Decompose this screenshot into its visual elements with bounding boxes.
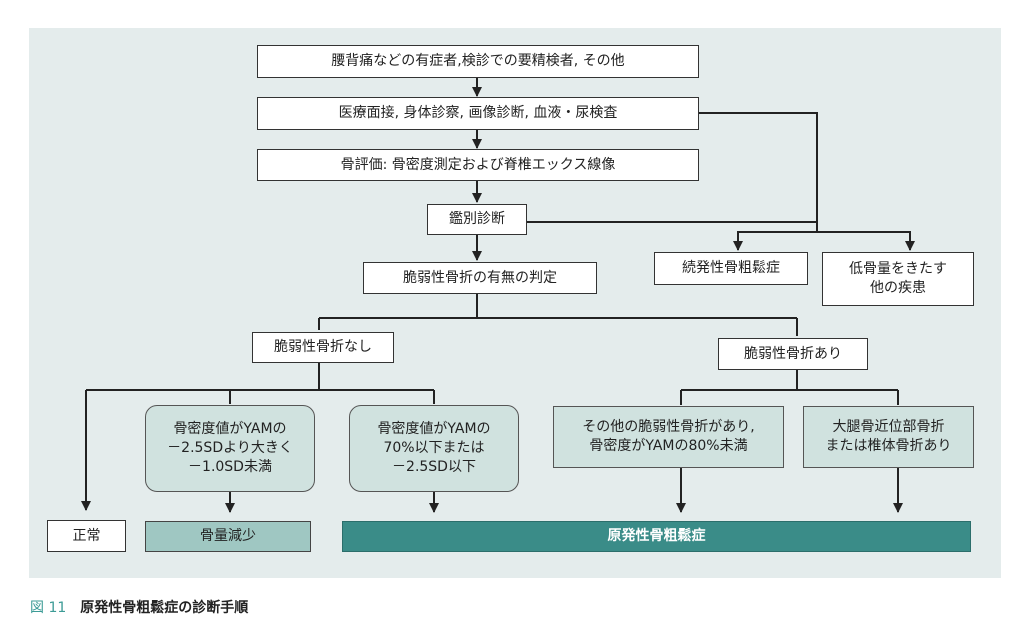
other-disease-box: 低骨量をきたす 他の疾患: [822, 252, 974, 306]
secondary-osteoporosis-box: 続発性骨粗鬆症: [654, 252, 808, 285]
other-disease-line1: 低骨量をきたす: [849, 261, 947, 277]
figure-caption: 図 11 原発性骨粗鬆症の診断手順: [30, 597, 248, 617]
cond-a-line2: －2.5SDより大きく: [167, 440, 293, 456]
step-examination-label: 医療面接, 身体診察, 画像診断, 血液・尿検査: [338, 105, 618, 121]
step-bone-evaluation-label: 骨評価: 骨密度測定および脊椎エックス線像: [340, 156, 616, 173]
cond-c-line2: 骨密度がYAMの80%未満: [589, 438, 748, 454]
fracture-judgment-label: 脆弱性骨折の有無の判定: [403, 269, 557, 286]
fracture-judgment-box: 脆弱性骨折の有無の判定: [363, 262, 597, 294]
step-examination: 医療面接, 身体診察, 画像診断, 血液・尿検査: [257, 97, 699, 130]
no-fracture-box: 脆弱性骨折なし: [252, 332, 394, 363]
osteopenia-label: 骨量減少: [200, 528, 256, 544]
step-differential-diagnosis: 鑑別診断: [427, 204, 527, 235]
condition-other-fracture-box: その他の脆弱性骨折があり, 骨密度がYAMの80%未満: [553, 406, 784, 468]
condition-hip-vertebral-box: 大腿骨近位部骨折 または椎体骨折あり: [803, 406, 974, 468]
cond-c-line1: その他の脆弱性骨折があり,: [582, 419, 755, 435]
step-symptomatic-label: 腰背痛などの有症者,検診での要精検者, その他: [331, 53, 625, 69]
other-disease-line2: 他の疾患: [870, 280, 926, 296]
figure-title: 原発性骨粗鬆症の診断手順: [80, 600, 249, 616]
cond-a-line1: 骨密度値がYAMの: [173, 421, 287, 437]
condition-osteopenia-box: 骨密度値がYAMの －2.5SDより大きく －1.0SD未満: [145, 405, 315, 492]
step-bone-evaluation: 骨評価: 骨密度測定および脊椎エックス線像: [257, 149, 699, 181]
cond-b-line2: 70%以下または: [383, 440, 485, 456]
primary-osteoporosis-box: 原発性骨粗鬆症: [342, 521, 971, 552]
differential-label: 鑑別診断: [449, 211, 505, 227]
primary-label: 原発性骨粗鬆症: [607, 528, 706, 544]
with-fracture-box: 脆弱性骨折あり: [718, 338, 868, 370]
no-fracture-label: 脆弱性骨折なし: [274, 339, 372, 355]
figure-number: 図 11: [30, 600, 67, 616]
cond-d-line2: または椎体骨折あり: [825, 438, 952, 454]
cond-a-line3: －1.0SD未満: [188, 459, 272, 475]
cond-b-line1: 骨密度値がYAMの: [377, 421, 491, 437]
cond-d-line1: 大腿骨近位部骨折: [832, 419, 945, 435]
line-step2-right: [697, 112, 818, 222]
with-fracture-label: 脆弱性骨折あり: [744, 345, 842, 362]
normal-label: 正常: [72, 527, 101, 544]
condition-low-bmd-box: 骨密度値がYAMの 70%以下または －2.5SD以下: [349, 405, 519, 492]
cond-b-line3: －2.5SD以下: [392, 459, 476, 475]
step-symptomatic: 腰背痛などの有症者,検診での要精検者, その他: [257, 45, 699, 78]
osteopenia-box: 骨量減少: [145, 521, 311, 552]
secondary-label: 続発性骨粗鬆症: [682, 260, 780, 276]
normal-box: 正常: [47, 520, 126, 552]
line-split-secondary-other: [737, 231, 911, 248]
